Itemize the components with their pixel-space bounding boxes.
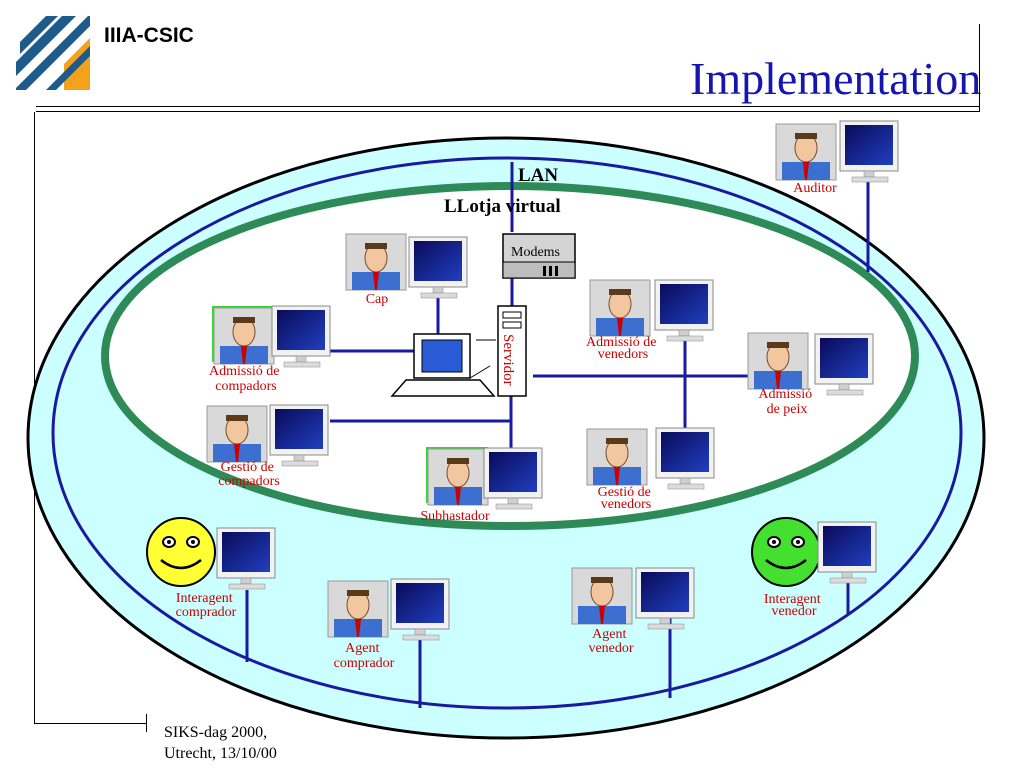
lan-label: LAN xyxy=(518,165,558,186)
outer-lan-drops xyxy=(245,178,870,708)
label-admissio-compradors: Admissió de compadors xyxy=(209,364,283,394)
footer-rule xyxy=(34,723,146,724)
header-divider xyxy=(36,106,979,107)
label-subhastador: Subhastador xyxy=(420,509,490,524)
server-label: Servidor xyxy=(500,334,516,386)
label-gestio-venedors: Gestió de venedors xyxy=(598,485,655,512)
agent-subhastador xyxy=(426,447,543,510)
inner-lan-lines xyxy=(330,162,748,450)
agent-admissio-compradors xyxy=(212,305,331,368)
label-cap: Cap xyxy=(366,292,389,307)
footer-line-2: Utrecht, 13/10/00 xyxy=(164,745,277,762)
page-title: Implementation xyxy=(690,53,982,104)
label-gestio-compradors: Gestió de compadors xyxy=(218,460,279,489)
agent-auditor xyxy=(775,120,899,183)
label-admissio-venedors: Admissió de venedors xyxy=(586,335,660,362)
modems-device: Modems xyxy=(502,233,576,279)
label-agent-comprador: Agent comprador xyxy=(334,641,395,671)
footer-line-1: SIKS-dag 2000, xyxy=(164,724,268,741)
footer-rule-tick xyxy=(146,714,147,732)
label-agent-venedor: Agent venedor xyxy=(588,627,633,656)
org-name: IIIA-CSIC xyxy=(104,24,194,47)
lan-ring xyxy=(51,156,963,710)
label-interagent-venedor: Interagent venedor xyxy=(764,592,824,619)
server-workstation: Servidor xyxy=(390,305,527,397)
right-rule xyxy=(979,24,980,112)
llotja-label: LLotja virtual xyxy=(444,196,561,217)
label-interagent-comprador: Interagent comprador xyxy=(176,591,237,620)
iiia-logo xyxy=(16,16,90,90)
label-auditor: Auditor xyxy=(793,181,837,196)
footer-text: SIKS-dag 2000, Utrecht, 13/10/00 xyxy=(164,722,277,764)
modems-label: Modems xyxy=(511,245,560,260)
header-divider-2 xyxy=(36,111,979,112)
label-admissio-peix: Admissió de peix xyxy=(758,387,815,417)
